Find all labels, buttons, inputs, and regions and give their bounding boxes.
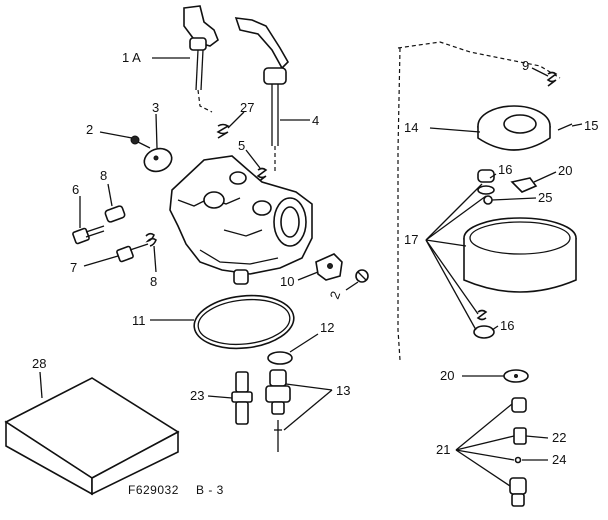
fuel-fitting-part bbox=[265, 369, 291, 452]
figure-sheet: B - 3 bbox=[196, 483, 224, 497]
spring-part-8 bbox=[145, 232, 157, 247]
callout-9: 9 bbox=[522, 58, 529, 73]
callout-6: 6 bbox=[72, 182, 79, 197]
callout-8-bottom: 8 bbox=[150, 274, 157, 289]
figure-code: F629032 bbox=[128, 483, 179, 497]
callout-11: 11 bbox=[132, 313, 146, 328]
callout-4: 4 bbox=[312, 113, 319, 128]
carburetor-body bbox=[169, 155, 313, 285]
screw-part-top bbox=[130, 135, 151, 149]
leader-lines bbox=[39, 57, 583, 487]
float-pin-part-top bbox=[477, 169, 495, 195]
jet-part bbox=[231, 371, 253, 425]
float-bowl-housing-part bbox=[477, 105, 551, 151]
bushing-part bbox=[104, 205, 126, 223]
callout-12: 12 bbox=[320, 320, 334, 335]
needle-valve-part bbox=[72, 225, 105, 245]
pin-part bbox=[557, 123, 573, 131]
callout-2-bottom: 2 bbox=[327, 289, 344, 301]
adjust-screw-part bbox=[116, 243, 149, 263]
choke-plate-part bbox=[143, 147, 173, 173]
callout-7: 7 bbox=[70, 260, 77, 275]
choke-shaft-part bbox=[183, 5, 219, 113]
callout-23: 23 bbox=[190, 388, 204, 403]
callout-27: 27 bbox=[240, 100, 254, 115]
callout-25: 25 bbox=[538, 190, 552, 205]
o-ring-part bbox=[267, 351, 293, 365]
callout-20-bottom: 20 bbox=[440, 368, 454, 383]
callout-16-top: 16 bbox=[498, 162, 512, 177]
bracket-part bbox=[315, 253, 343, 281]
callout-8-top: 8 bbox=[100, 168, 107, 183]
screw-part-bottom bbox=[355, 269, 369, 283]
spring-part bbox=[216, 123, 230, 139]
gasket-ring-part bbox=[193, 294, 295, 350]
callout-24: 24 bbox=[552, 452, 566, 467]
valve-seat-part bbox=[511, 397, 527, 413]
callout-10: 10 bbox=[280, 274, 294, 289]
callout-14: 14 bbox=[404, 120, 418, 135]
clip-part-20-bottom bbox=[503, 369, 529, 383]
filter-element-part bbox=[4, 377, 180, 496]
float-part bbox=[463, 217, 577, 293]
callout-22: 22 bbox=[552, 430, 566, 445]
callout-13: 13 bbox=[336, 383, 350, 398]
group-outline bbox=[397, 41, 561, 361]
callout-16-bottom: 16 bbox=[500, 318, 514, 333]
throttle-shaft-part bbox=[234, 17, 289, 172]
callout-2-top: 2 bbox=[86, 122, 93, 137]
callout-1a: 1 A bbox=[122, 50, 141, 65]
callout-15: 15 bbox=[584, 118, 598, 133]
float-pin-part-bottom bbox=[473, 309, 495, 339]
callout-5: 5 bbox=[238, 138, 245, 153]
clip-part-20-top bbox=[510, 177, 538, 193]
callout-21: 21 bbox=[436, 442, 450, 457]
valve-spring-part-22 bbox=[513, 427, 527, 445]
callout-labels: 1 A 2 2 3 4 5 6 7 8 8 9 10 11 12 13 14 1… bbox=[32, 50, 598, 467]
callout-17: 17 bbox=[404, 232, 418, 247]
valve-needle-part bbox=[509, 477, 527, 507]
callout-28: 28 bbox=[32, 356, 46, 371]
callout-3: 3 bbox=[152, 100, 159, 115]
small-spring-part bbox=[546, 71, 558, 87]
callout-20-top: 20 bbox=[558, 163, 572, 178]
idle-screw-part bbox=[256, 167, 268, 183]
washer-part-24 bbox=[514, 456, 522, 464]
